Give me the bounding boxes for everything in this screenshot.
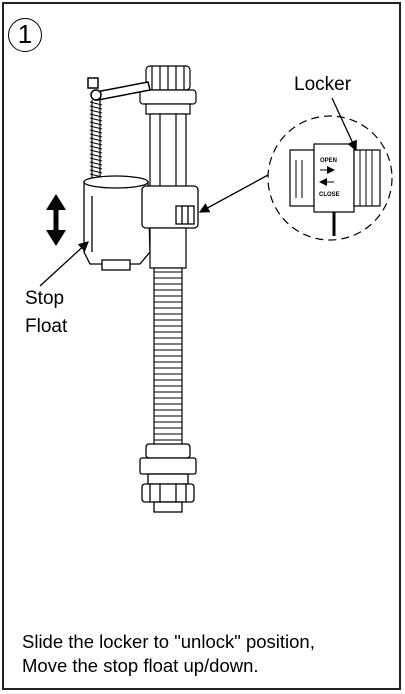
instruction-line-1: Slide the locker to "unlock" position, — [22, 631, 315, 652]
rod-thread-line — [89, 161, 103, 166]
valve-open-marking: OPEN — [320, 158, 337, 164]
rod-thread-line — [89, 133, 103, 138]
rod-thread-line — [89, 149, 103, 154]
rod-thread-line — [89, 137, 103, 142]
valve-body-tube — [149, 113, 187, 195]
callout-leader-line — [198, 174, 269, 213]
panel-frame — [2, 2, 401, 690]
rod-thread-line — [89, 145, 103, 150]
locker-label: Locker — [294, 74, 352, 95]
valve-base — [139, 443, 197, 513]
instruction-line-2: Move the stop float up/down. — [22, 655, 259, 676]
up-down-arrow-icon — [46, 194, 66, 246]
locker-leader-line — [331, 97, 357, 152]
step-number-badge: 1 — [8, 18, 42, 52]
rod-thread-line — [89, 101, 103, 106]
rod-thread-line — [89, 117, 103, 122]
rod-thread-line — [89, 141, 103, 146]
rod-thread-line — [89, 129, 103, 134]
rod-thread-line — [89, 105, 103, 110]
rod-thread-line — [89, 157, 103, 162]
rod-thread-line — [89, 153, 103, 158]
valve-lower-tube — [149, 227, 187, 447]
stop-float-leader-line — [39, 241, 89, 287]
instruction-caption: Slide the locker to "unlock" position, M… — [22, 630, 397, 678]
valve-close-marking: CLOSE — [319, 192, 340, 198]
locker-detail-callout — [267, 115, 393, 241]
rod-thread-line — [89, 113, 103, 118]
rod-thread-line — [89, 169, 103, 174]
stop-float-label-line2: Float — [25, 316, 68, 337]
lever-arm — [87, 77, 151, 101]
locker-collar — [141, 185, 199, 229]
stop-float — [83, 175, 151, 271]
rod-thread-line — [89, 125, 103, 130]
rod-thread-line — [89, 121, 103, 126]
tube-ribs — [154, 271, 182, 441]
rod-thread-line — [89, 109, 103, 114]
rod-thread-line — [89, 165, 103, 170]
stop-float-label-line1: Stop — [25, 288, 65, 309]
